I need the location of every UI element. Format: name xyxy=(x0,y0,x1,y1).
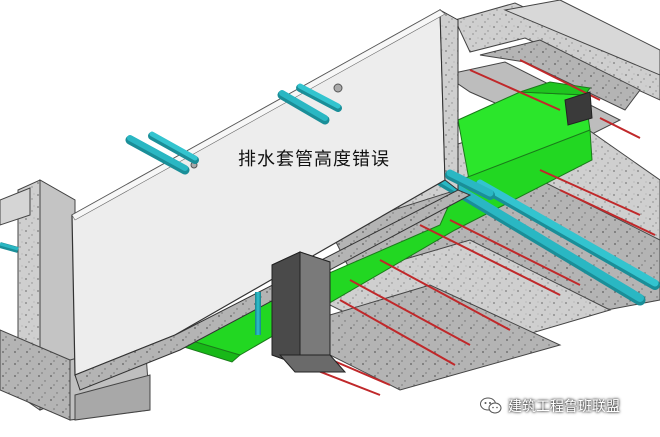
center-column xyxy=(271,251,347,373)
wall-opening xyxy=(564,91,593,126)
drain-sleeves xyxy=(0,83,495,335)
left-column xyxy=(0,179,151,421)
watermark-text: 建筑工程鲁班联盟 xyxy=(508,399,620,415)
watermark: 建筑工程鲁班联盟 xyxy=(480,396,620,416)
error-annotation: 排水套管高度错误 xyxy=(238,149,390,170)
wechat-icon xyxy=(480,397,502,414)
drain-pipe-lower xyxy=(434,174,660,306)
